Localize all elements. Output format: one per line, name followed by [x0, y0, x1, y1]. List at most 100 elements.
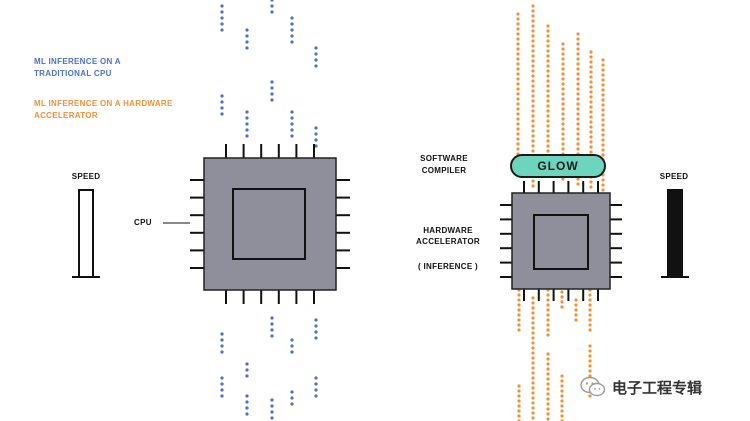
- orange-flow-dot: [588, 303, 592, 307]
- orange-flow-dot: [589, 65, 593, 69]
- blue-flow-dot: [245, 128, 249, 132]
- blue-flow-dot: [220, 106, 224, 110]
- blue-flow-dot: [290, 28, 294, 32]
- blue-flow-dot: [314, 132, 318, 136]
- orange-flow-dot: [516, 67, 520, 71]
- orange-flow-dot: [531, 406, 535, 410]
- orange-flow-dot: [516, 147, 520, 151]
- orange-flow-dot: [546, 104, 550, 108]
- blue-flow-dot: [270, 92, 274, 96]
- orange-flow-dot: [601, 133, 605, 137]
- orange-flow-dot: [516, 87, 520, 91]
- orange-flow-dot: [531, 44, 535, 48]
- orange-flow-dot: [574, 308, 578, 312]
- blue-flow-dot: [314, 138, 318, 142]
- orange-flow-dot: [574, 303, 578, 307]
- orange-flow-dot: [561, 142, 565, 146]
- orange-flow-dot: [517, 298, 521, 302]
- orange-flow-dot: [517, 389, 521, 393]
- orange-flow-dot: [574, 298, 578, 302]
- orange-flow-dot: [531, 94, 535, 98]
- orange-flow-dot: [561, 137, 565, 141]
- orange-flow-dot: [531, 104, 535, 108]
- orange-flow-dot: [589, 55, 593, 59]
- orange-flow-dot: [531, 396, 535, 400]
- orange-flow-dot: [589, 95, 593, 99]
- orange-flow-dot: [601, 93, 605, 97]
- orange-flow-dot: [546, 24, 550, 28]
- orange-flow-dot: [531, 336, 535, 340]
- orange-flow-dot: [531, 401, 535, 405]
- orange-flow-dot: [576, 142, 580, 146]
- orange-flow-dot: [601, 128, 605, 132]
- cpu-label: CPU: [134, 218, 152, 227]
- blue-flow-dot: [270, 334, 274, 338]
- blue-flow-dot: [245, 46, 249, 50]
- blue-flow-dot: [270, 10, 274, 14]
- orange-flow-dot: [531, 69, 535, 73]
- legend-traditional-cpu: ML INFERENCE ON A TRADITIONAL CPU: [34, 57, 121, 78]
- orange-flow-dot: [561, 97, 565, 101]
- blue-flow-dot: [314, 52, 318, 56]
- orange-flow-dot: [531, 84, 535, 88]
- orange-flow-dot: [576, 67, 580, 71]
- orange-flow-dot: [516, 42, 520, 46]
- blue-flow-dot: [220, 4, 224, 8]
- orange-flow-dot: [516, 57, 520, 61]
- orange-flow-dot: [588, 364, 592, 368]
- wechat-icon: [580, 376, 606, 397]
- orange-flow-dot: [531, 129, 535, 133]
- orange-flow-dot: [546, 377, 550, 381]
- orange-flow-dot: [546, 149, 550, 153]
- orange-flow-dot: [531, 179, 535, 183]
- orange-flow-dot: [601, 153, 605, 157]
- orange-flow-dot: [560, 379, 564, 383]
- orange-flow-dot: [576, 122, 580, 126]
- orange-flow-dot: [588, 394, 592, 398]
- orange-flow-dot: [576, 97, 580, 101]
- orange-flow-dot: [560, 404, 564, 408]
- orange-flow-dot: [531, 54, 535, 58]
- orange-flow-dot: [561, 107, 565, 111]
- orange-flow-dot: [516, 117, 520, 121]
- blue-flow-dot: [270, 0, 274, 2]
- blue-flow-dot: [220, 94, 224, 98]
- orange-flow-dot: [561, 62, 565, 66]
- blue-flow-dot: [245, 28, 249, 32]
- orange-flow-dot: [561, 52, 565, 56]
- orange-flow-dot: [516, 97, 520, 101]
- orange-flow-dot: [516, 12, 520, 16]
- orange-flow-dot: [589, 100, 593, 104]
- orange-flow-dot: [601, 63, 605, 67]
- orange-flow-dot: [517, 409, 521, 413]
- orange-flow-dot: [576, 132, 580, 136]
- orange-flow-dot: [588, 354, 592, 358]
- orange-flow-dot: [589, 50, 593, 54]
- orange-flow-dot: [576, 147, 580, 151]
- orange-flow-dot: [531, 34, 535, 38]
- orange-flow-dot: [531, 351, 535, 355]
- orange-flow-dot: [576, 42, 580, 46]
- orange-flow-dot: [531, 341, 535, 345]
- orange-flow-dot: [561, 127, 565, 131]
- orange-flow-dot: [560, 389, 564, 393]
- orange-flow-dot: [601, 148, 605, 152]
- orange-flow-dot: [531, 301, 535, 305]
- orange-flow-dot: [561, 47, 565, 51]
- orange-flow-dot: [560, 399, 564, 403]
- orange-flow-dot: [588, 359, 592, 363]
- orange-flow-dot: [531, 14, 535, 18]
- orange-flow-dot: [589, 140, 593, 144]
- blue-flow-dot: [314, 58, 318, 62]
- orange-flow-dot: [589, 115, 593, 119]
- orange-flow-dot: [589, 110, 593, 114]
- orange-flow-dot: [601, 78, 605, 82]
- orange-flow-dot: [601, 118, 605, 122]
- blue-flow-dot: [220, 394, 224, 398]
- orange-flow-dot: [531, 366, 535, 370]
- legend-hardware-accelerator: ML INFERENCE ON A HARDWARE ACCELERATOR: [34, 99, 173, 120]
- orange-flow-dot: [546, 352, 550, 356]
- orange-flow-dot: [517, 399, 521, 403]
- blue-flow-dot: [245, 40, 249, 44]
- blue-flow-dot: [290, 16, 294, 20]
